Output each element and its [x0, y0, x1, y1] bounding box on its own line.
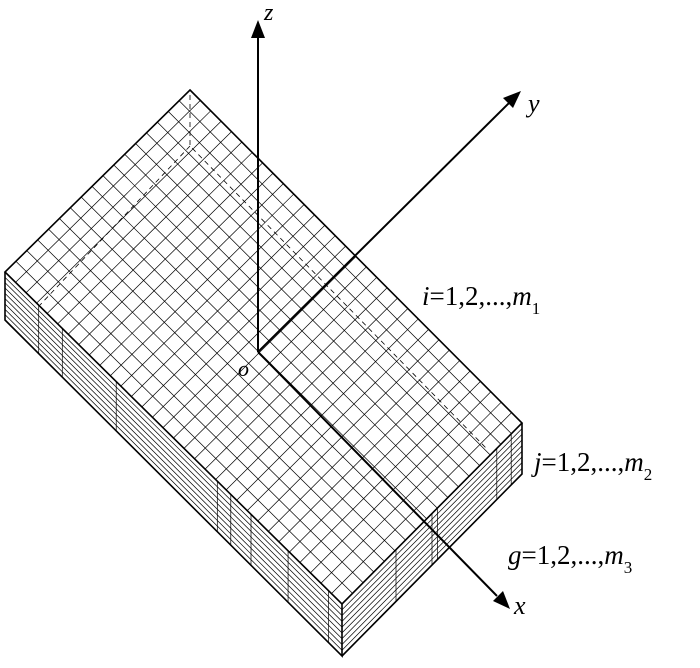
top-mesh-line [310, 391, 492, 574]
top-mesh-line [102, 175, 438, 509]
left-layer-line [4, 287, 343, 622]
top-mesh-line [36, 120, 222, 304]
top-mesh-line [131, 214, 315, 397]
top-mesh-line [59, 218, 396, 552]
i-end: m [512, 281, 532, 311]
top-mesh-line [278, 360, 460, 542]
top-mesh-line [320, 401, 502, 584]
top-mesh-line [183, 266, 367, 449]
j-index-label: j=1,2,...,m2 [531, 447, 652, 484]
top-mesh-line [215, 297, 398, 480]
top-mesh-line [135, 143, 470, 477]
z-axis-label: z [263, 0, 274, 26]
left-layer-line [4, 298, 343, 634]
y-axis-label: y [525, 89, 540, 118]
j-sub: 2 [644, 465, 653, 484]
top-face-mesh [15, 100, 512, 594]
top-mesh-line [15, 100, 201, 283]
top-mesh-line [268, 349, 450, 532]
top-mesh-line [70, 207, 406, 541]
top-mesh-line [257, 339, 440, 522]
top-mesh-line [99, 183, 284, 366]
top-mesh-line [152, 235, 336, 418]
top-mesh-line [37, 239, 375, 573]
left-face-mesh [4, 277, 343, 651]
i-index-label: i=1,2,...,m1 [422, 281, 540, 318]
x-axis-label: x [513, 591, 526, 620]
top-mesh-line [110, 193, 294, 376]
y-axis [257, 101, 511, 353]
block-outline [3, 88, 524, 658]
top-mesh-line [57, 141, 243, 325]
coordinate-axes [251, 20, 521, 609]
j-var: j [531, 447, 542, 477]
left-layer-line [4, 293, 343, 628]
g-sub: 3 [624, 558, 633, 577]
top-mesh-line [157, 121, 491, 456]
top-mesh-line [173, 256, 357, 439]
g-range: =1,2,..., [522, 540, 605, 570]
top-mesh-line [146, 132, 480, 466]
top-mesh-line [225, 308, 409, 491]
top-mesh-line [25, 110, 211, 293]
y-arrowhead [503, 91, 521, 108]
top-mesh-line [120, 204, 305, 387]
top-mesh-line [162, 245, 346, 428]
top-mesh-line [204, 287, 388, 470]
left-layer-line [4, 309, 343, 645]
top-mesh-line [246, 329, 429, 511]
top-mesh-line [141, 225, 326, 408]
i-range: =1,2,..., [430, 281, 513, 311]
hidden-edges [39, 95, 489, 451]
top-mesh-line [26, 250, 364, 583]
origin-label: o [238, 356, 249, 381]
top-mesh-line [67, 152, 253, 335]
g-index-label: g=1,2,...,m3 [508, 540, 632, 577]
top-mesh-line [194, 277, 377, 459]
i-var: i [422, 281, 430, 311]
j-range: =1,2,..., [542, 447, 625, 477]
top-mesh-line [80, 196, 417, 530]
j-end: m [624, 447, 644, 477]
z-arrowhead [251, 20, 265, 38]
top-mesh-line [178, 100, 512, 434]
left-layer-line [4, 277, 343, 611]
top-mesh-line [113, 164, 449, 498]
top-mesh-line [89, 173, 274, 356]
top-mesh-line [331, 412, 512, 594]
left-layer-line [4, 314, 343, 651]
top-mesh-line [167, 111, 502, 445]
top-mesh-line [78, 162, 263, 345]
top-mesh-line [236, 318, 419, 501]
top-mesh-line [124, 153, 459, 488]
top-mesh-line [15, 261, 353, 594]
top-mesh-line [48, 228, 385, 562]
x-arrowhead [493, 591, 510, 609]
top-mesh-line [299, 381, 481, 563]
top-mesh-line [46, 131, 232, 314]
x-axis [257, 351, 498, 597]
g-end: m [604, 540, 624, 570]
left-layer-line [4, 303, 343, 639]
g-var: g [508, 540, 522, 570]
left-layer-line [4, 282, 343, 616]
i-sub: 1 [532, 299, 541, 318]
